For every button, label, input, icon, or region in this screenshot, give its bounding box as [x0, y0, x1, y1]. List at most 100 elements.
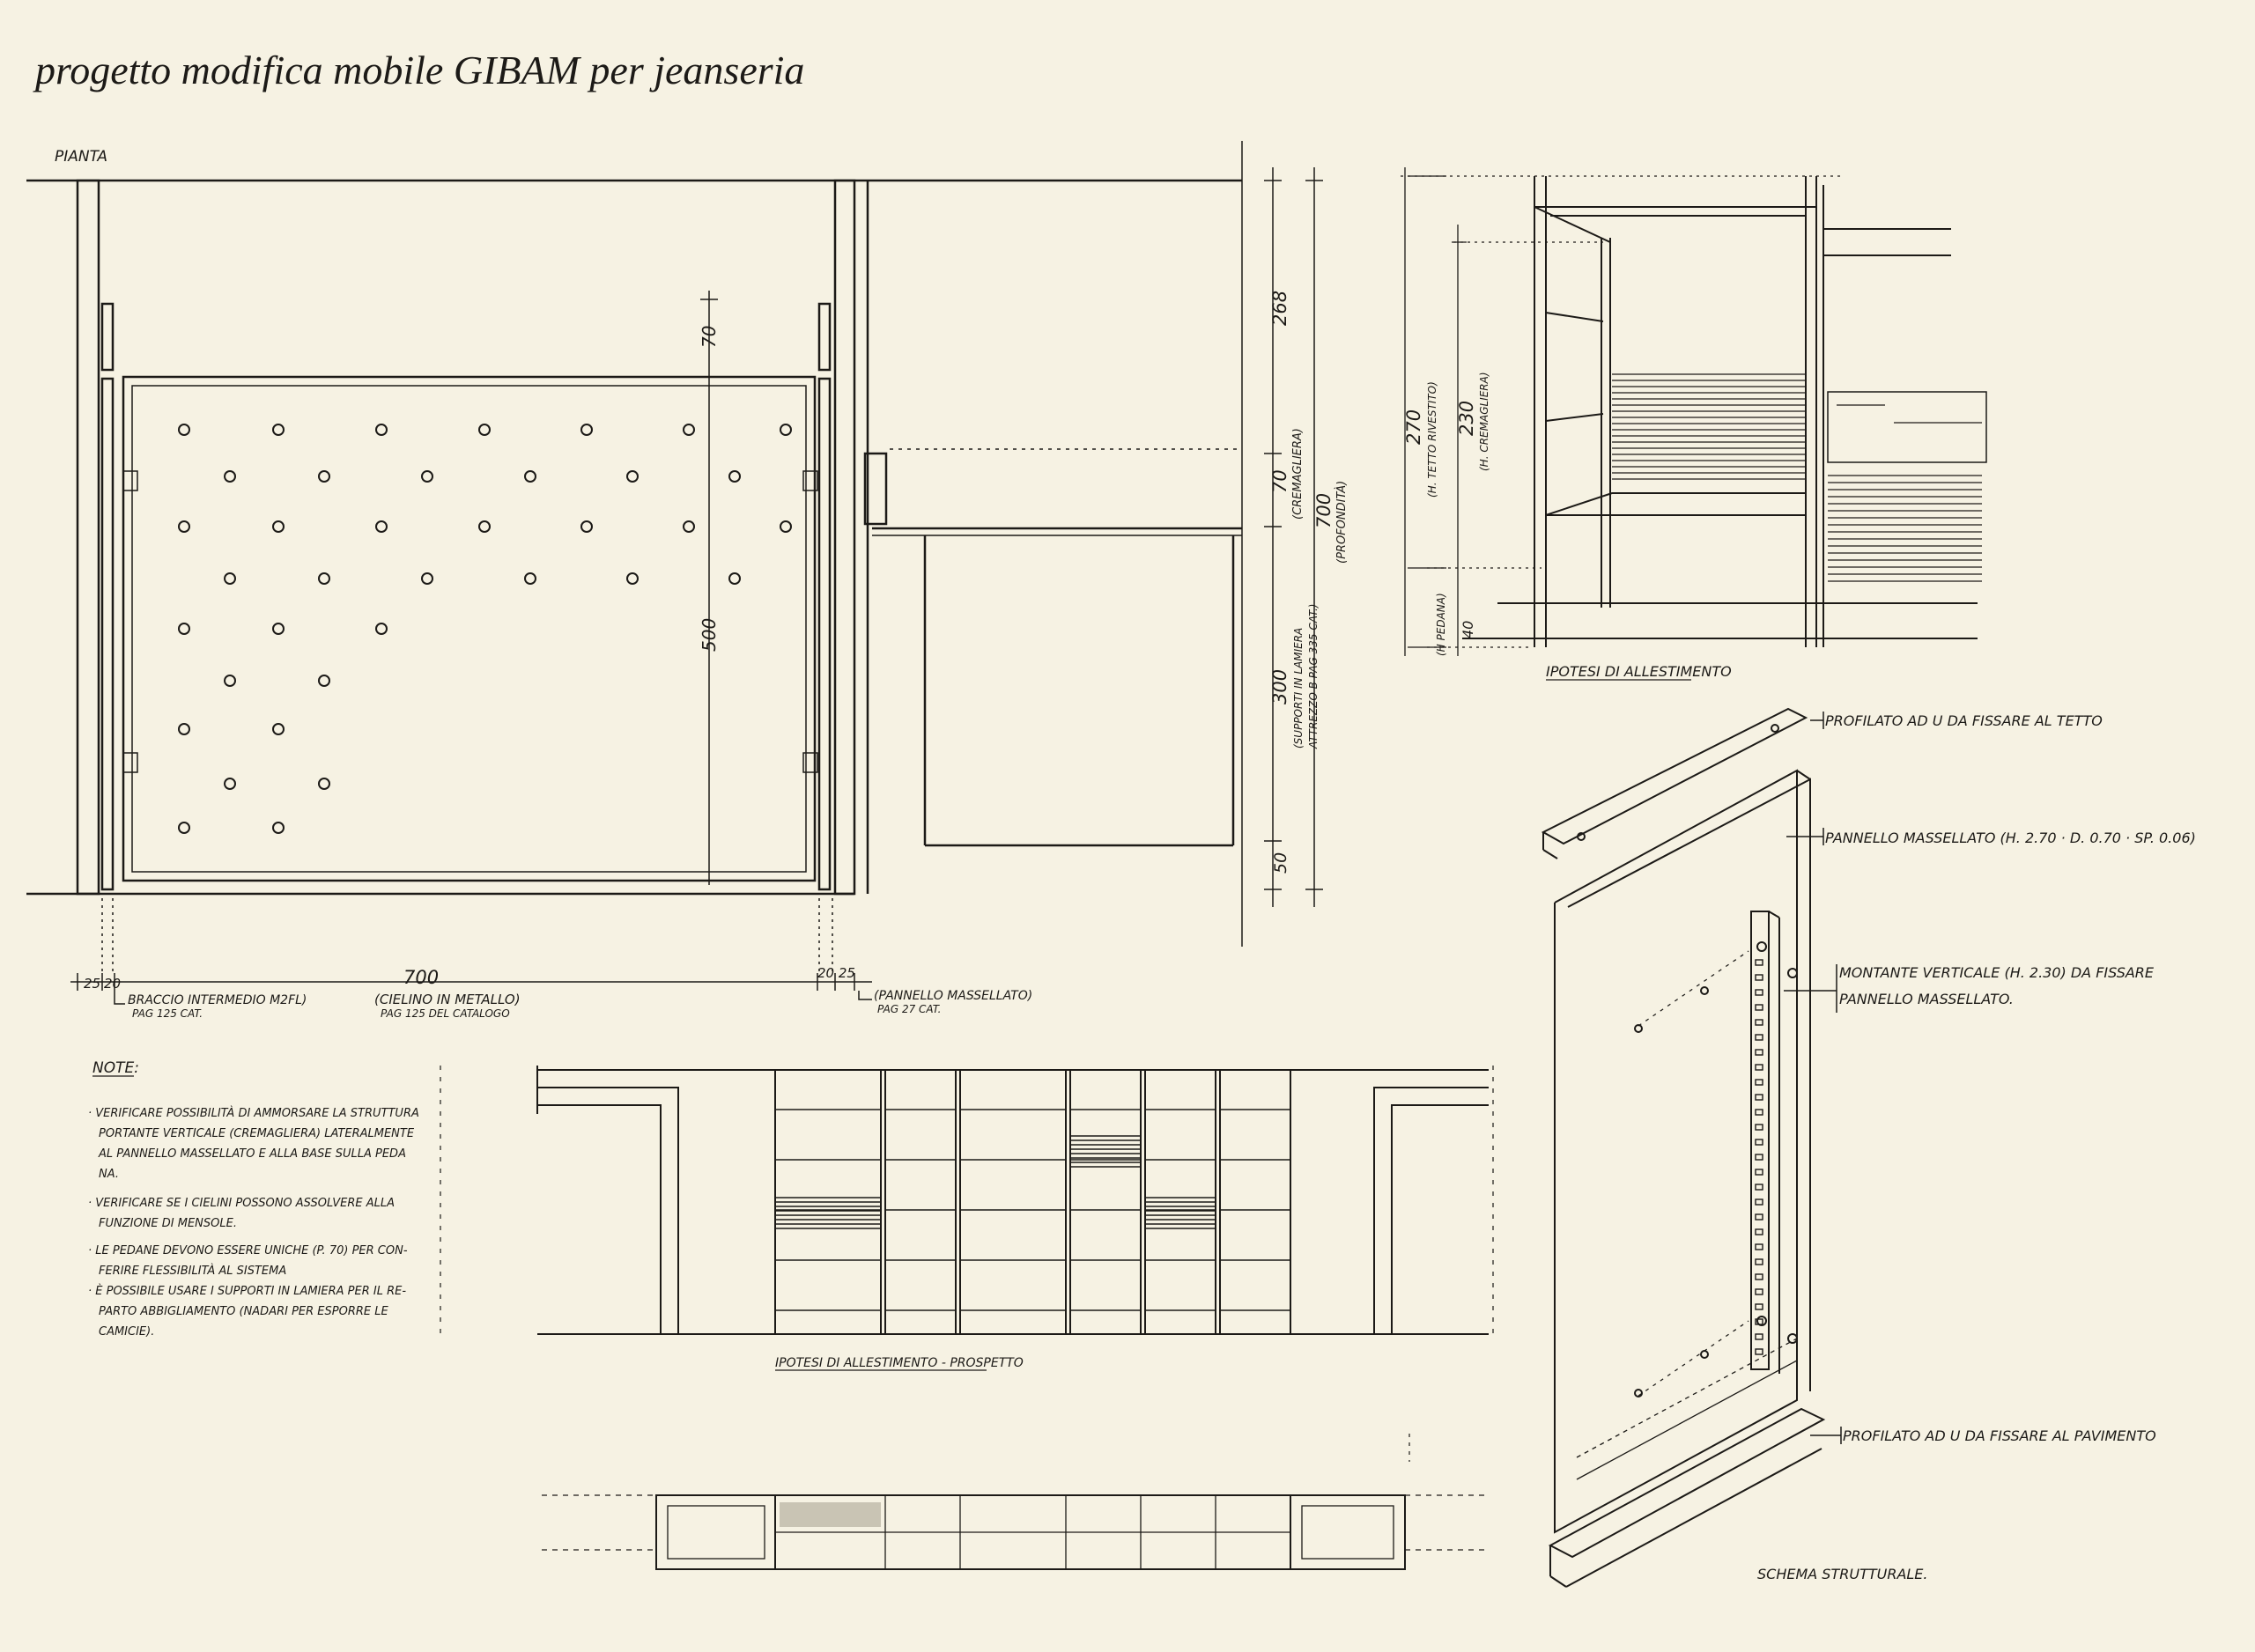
post-hole	[1755, 1079, 1763, 1086]
post-hole	[1755, 989, 1763, 996]
plan-hole	[626, 470, 639, 483]
post-hole	[1755, 1154, 1763, 1161]
plan-hole	[580, 520, 593, 533]
post-hole	[1755, 1333, 1763, 1340]
dim-268: 268	[1269, 291, 1290, 326]
elevation-view: IPOTESI DI ALLESTIMENTO - PROSPETTO	[440, 1066, 1494, 1371]
braccio-label: BRACCIO INTERMEDIO M2FL)	[128, 993, 307, 1007]
note-line: · VERIFICARE SE I CIELINI POSSONO ASSOLV…	[88, 1197, 395, 1210]
post-hole	[1755, 1064, 1763, 1071]
plan-hole	[375, 424, 388, 436]
plan-hole	[421, 572, 433, 585]
post-hole	[1755, 1004, 1763, 1011]
plan-hole	[318, 572, 330, 585]
plan-hole	[780, 424, 792, 436]
structural-post-holes	[1755, 959, 1763, 1355]
page-title: progetto modifica mobile GIBAM per jeans…	[33, 48, 804, 92]
plan-label: PIANTA	[55, 148, 107, 166]
plan-hole	[318, 675, 330, 687]
plan-hole	[318, 778, 330, 790]
plan-hole	[224, 675, 236, 687]
plan-hole	[178, 623, 190, 635]
elevation-outline	[536, 1066, 1489, 1335]
plan-hole	[683, 424, 695, 436]
post-hole	[1755, 1184, 1763, 1191]
plan-interior-dims	[700, 291, 718, 885]
plan-hole	[524, 572, 536, 585]
notes-heading: NOTE:	[92, 1059, 139, 1077]
structural-panel	[1541, 707, 1826, 1588]
note-line: · VERIFICARE POSSIBILITÀ DI AMMORSARE LA…	[88, 1106, 419, 1120]
plan-hole	[375, 520, 388, 533]
plan-hole	[272, 723, 285, 735]
plan-hole	[178, 424, 190, 436]
dim-70-top: 70	[699, 326, 720, 348]
post-hole	[1755, 1228, 1763, 1235]
dim-230: 230	[1456, 401, 1477, 436]
bottom-plan-strip	[542, 1434, 1489, 1570]
dim-40: 40	[1460, 621, 1476, 638]
note-line: NA.	[99, 1168, 119, 1181]
plan-view: PIANTA	[26, 141, 1349, 1020]
bottom-plan-outline	[542, 1434, 1489, 1570]
note-line: AL PANNELLO MASSELLATO E ALLA BASE SULLA…	[98, 1147, 406, 1161]
perspective-sketch: 270 (H. TETTO RIVESTITO) 230 (H. CREMAGL…	[1401, 167, 1987, 681]
plan-hole	[272, 822, 285, 834]
plan-hole	[580, 424, 593, 436]
notes-block: NOTE: · VERIFICARE POSSIBILITÀ DI AMMORS…	[88, 1059, 419, 1339]
post-hole	[1755, 1288, 1763, 1295]
post-hole	[1755, 1109, 1763, 1116]
post-hole	[1755, 1213, 1763, 1221]
post-hole	[1755, 1034, 1763, 1041]
dim-supporti: (SUPPORTI IN LAMIERA	[1292, 628, 1305, 749]
post-hole	[1755, 1169, 1763, 1176]
post-hole	[1755, 959, 1763, 966]
post-hole	[1755, 1348, 1763, 1355]
dim-20: 20	[104, 976, 121, 992]
post-hole	[1755, 1049, 1763, 1056]
dim-right-small: 20 25	[817, 965, 855, 981]
dim-700-vertical: 700	[1313, 493, 1335, 528]
elevation-shelves	[775, 1109, 1290, 1311]
dim-70-crem: 70	[1269, 469, 1290, 493]
cielino-ref: PAG 125 DEL CATALOGO	[381, 1007, 510, 1020]
plan-hole	[478, 424, 491, 436]
perspective-shelf-hatch	[1612, 373, 1982, 582]
dim-profondita: (PROFONDITÀ)	[1335, 481, 1349, 564]
dim-270-sub: (H. TETTO RIVESTITO)	[1426, 381, 1438, 498]
note-line: FERIRE FLESSIBILITÀ AL SISTEMA	[99, 1264, 286, 1278]
plan-hole	[224, 778, 236, 790]
pannello-label: (PANNELLO MASSELLATO)	[874, 989, 1032, 1003]
plan-hole	[178, 822, 190, 834]
stippled-fill	[780, 1502, 881, 1527]
plan-hole	[224, 470, 236, 483]
note-line: · LE PEDANE DEVONO ESSERE UNICHE (P. 70)…	[88, 1244, 408, 1257]
braccio-ref: PAG 125 CAT.	[132, 1007, 203, 1020]
dim-500: 500	[699, 618, 720, 652]
plan-hole	[683, 520, 695, 533]
dim-crem-label: (CREMAGLIERA)	[1291, 428, 1305, 520]
dim-25: 25	[84, 976, 100, 992]
plan-hole	[626, 572, 639, 585]
dim-700-horizontal: 700	[403, 967, 439, 988]
plan-vertical-dims	[1264, 167, 1323, 907]
note-line: · È POSSIBILE USARE I SUPPORTI IN LAMIER…	[88, 1284, 406, 1298]
plan-hole	[375, 623, 388, 635]
perspective-dims	[1408, 175, 1467, 648]
post-hole	[1755, 1273, 1763, 1280]
plan-hole-grid	[178, 424, 792, 834]
post-hole	[1755, 1303, 1763, 1310]
structural-schema: PROFILATO AD U DA FISSARE AL TETTO PANNE…	[1541, 707, 2196, 1588]
plan-hole	[272, 520, 285, 533]
label-profilato-tetto: PROFILATO AD U DA FISSARE AL TETTO	[1825, 712, 2103, 729]
post-hole	[1755, 1139, 1763, 1146]
note-line: PORTANTE VERTICALE (CREMAGLIERA) LATERAL…	[99, 1127, 415, 1140]
plan-hole	[224, 572, 236, 585]
dim-supporti-ref: ATTREZZO B PAG 335 CAT.)	[1307, 604, 1320, 749]
plan-hole	[421, 470, 433, 483]
dim-270: 270	[1403, 409, 1424, 445]
note-line: PARTO ABBIGLIAMENTO (NADARI PER ESPORRE …	[99, 1305, 388, 1318]
note-line: CAMICIE).	[99, 1325, 154, 1339]
dim-300: 300	[1269, 669, 1290, 704]
